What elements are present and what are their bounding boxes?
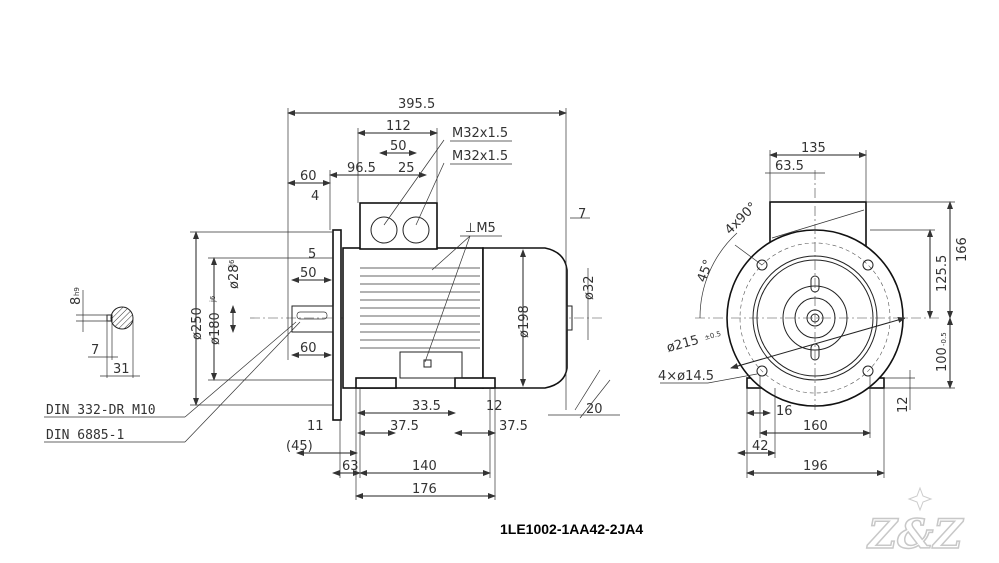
dim-flange-ref: (45): [286, 439, 313, 454]
bolt-hole: [862, 259, 874, 271]
dim-spigot-offset: 5: [308, 247, 316, 262]
front-view: 135 63.5 166 125.5 100 -0.5 12 45° 4x90°…: [658, 141, 970, 478]
dim-shaft-height: 31: [113, 362, 130, 377]
shaft-height-tolerance: -0.5: [940, 332, 948, 346]
bolt-hole: [756, 259, 768, 271]
label-hole-pattern: 4x90°: [722, 200, 760, 238]
dim-shaft-length: 60: [300, 341, 317, 356]
foot-front: [355, 377, 397, 389]
dim-pitch-diameter: ø215: [665, 333, 701, 356]
cooling-fins: [360, 267, 480, 349]
side-view: 395.5 112 50 96.5 25 60 4 M32x1.5 M32x1.…: [44, 97, 620, 500]
terminal-box: [359, 202, 438, 250]
dim-foot-edge: 16: [776, 404, 793, 419]
dim-key-width: 8: [69, 297, 84, 305]
shaft: [291, 305, 334, 333]
cable-gland-2-icon: [402, 216, 430, 244]
dim-gland-offset-2: 25: [398, 161, 415, 176]
label-angle: 45°: [695, 258, 717, 285]
label-hole-spec: 4×ø14.5: [658, 369, 714, 384]
key-tolerance: h9: [73, 287, 81, 296]
dim-height-to-top: 166: [955, 237, 970, 262]
dim-fan-gap: 7: [578, 207, 586, 222]
dim-flange-to-box: 60: [300, 169, 317, 184]
dim-foot-spacing: 140: [412, 459, 437, 474]
dim-flange-diameter: ø250: [190, 307, 205, 340]
label-cable-gland-1: M32x1.5: [452, 126, 508, 141]
shaft-tolerance: j6: [228, 259, 236, 267]
label-key-standard: DIN 6885-1: [46, 428, 124, 443]
dim-foot-hole-spacing: 160: [803, 419, 828, 434]
earth-plate: [399, 351, 463, 379]
cable-gland-1-icon: [370, 216, 398, 244]
shaft-section: [110, 306, 134, 330]
dim-terminal-box-width: 112: [386, 119, 411, 134]
dim-flange-to-foot: 11: [307, 419, 324, 434]
motor-body: [342, 247, 484, 389]
model-code: 1LE1002-1AA42-2JA4: [500, 521, 643, 537]
dim-foot-length: 176: [412, 482, 437, 497]
pitch-tolerance: ±0.5: [703, 330, 721, 342]
brand-logo: Z&Z: [865, 486, 965, 559]
dim-foot-overhang: 42: [752, 439, 769, 454]
dim-foot-hole-c: 37.5: [499, 419, 528, 434]
dim-key-depth: 7: [91, 343, 99, 358]
dim-foot-thickness: 12: [896, 396, 911, 413]
dim-shaft-height-front: 100: [935, 347, 950, 372]
shaft-key-section: 8 h9 7 31: [69, 287, 140, 378]
foot-rear: [454, 377, 496, 389]
dim-overall-length: 395.5: [398, 97, 435, 112]
dim-spigot-diameter: ø180: [208, 312, 223, 345]
spigot-tolerance: j6: [209, 295, 217, 303]
dim-rear-clearance: 20: [586, 402, 603, 417]
dim-gland-spacing: 50: [390, 139, 407, 154]
dim-foot-total-width: 196: [803, 459, 828, 474]
dim-box-width: 135: [801, 141, 826, 156]
dim-height-to-gland: 125.5: [935, 255, 950, 292]
dim-shaft-key-length: 50: [300, 266, 317, 281]
dim-rear-shaft-diameter: ø32: [582, 276, 597, 301]
label-cable-gland-2: M32x1.5: [452, 149, 508, 164]
dim-foot-width: 12: [486, 399, 503, 414]
dim-box-offset: 63.5: [775, 159, 804, 174]
rear-shaft: [566, 305, 573, 331]
dim-foot-hole-b: 37.5: [390, 419, 419, 434]
flange: [332, 229, 342, 421]
dim-shaft-diameter: ø28: [227, 265, 242, 290]
keyway: [296, 311, 328, 320]
dim-foot-offset: 63: [342, 459, 359, 474]
earth-terminal-icon: [423, 359, 432, 368]
dim-foot-hole-a: 33.5: [412, 399, 441, 414]
dim-gland-offset: 96.5: [347, 161, 376, 176]
svg-text:Z&Z: Z&Z: [866, 511, 964, 558]
label-earth-thread: ⊥M5: [465, 221, 496, 236]
dim-body-diameter: ø198: [517, 305, 532, 338]
dim-flange-thickness: 4: [311, 189, 319, 204]
label-centre-hole: DIN 332-DR M10: [46, 403, 156, 418]
